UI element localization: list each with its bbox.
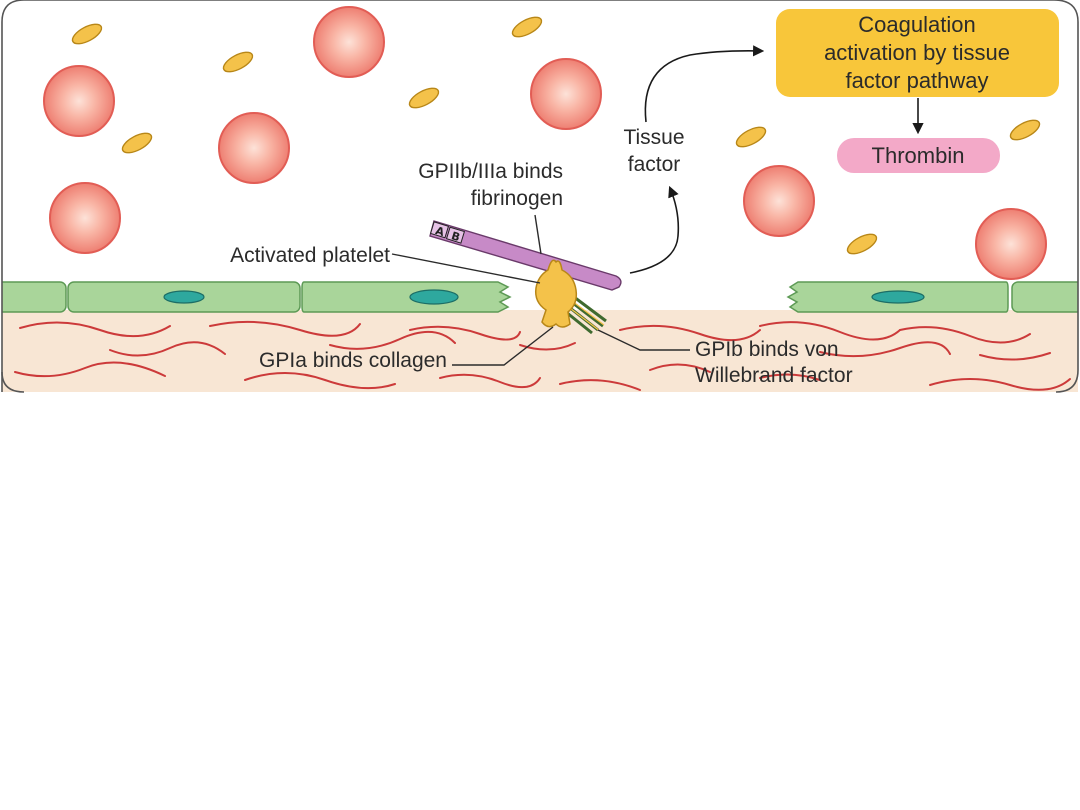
coagulation-label-line2: activation by tissue: [824, 40, 1010, 65]
coagulation-box-bg: [776, 9, 1059, 97]
arrow-to-tissue-factor: [629, 185, 680, 274]
gpia-label: GPIa binds collagen: [259, 349, 447, 372]
integrin-subunit-a: [429, 221, 450, 239]
platelet: [121, 132, 153, 154]
arrow-to-coagulation: [644, 45, 765, 123]
red-blood-cell: [218, 112, 290, 184]
platelet: [222, 51, 254, 73]
gpib-label-line1: GPIb binds von: [695, 338, 839, 361]
coagulation-label-line3: factor pathway: [845, 68, 988, 93]
gpiib-label-line1: GPIIb/IIIa binds: [418, 160, 563, 183]
red-blood-cell: [743, 165, 815, 237]
activated-platelet-leader: [391, 253, 541, 284]
platelet: [1009, 119, 1041, 141]
activated-platelet-label: Activated platelet: [230, 244, 390, 267]
gpiib-label-line2: fibrinogen: [471, 187, 563, 210]
thrombin-label: Thrombin: [872, 143, 965, 168]
red-blood-cell: [49, 182, 121, 254]
thrombin-pill-bg: [837, 138, 1000, 173]
tissue-factor-label-line1: Tissue: [623, 126, 684, 149]
coagulation-label-line1: Coagulation: [858, 12, 975, 37]
diagram-frame-bottom: [1, 371, 25, 393]
integrin-subunit-b: [445, 226, 466, 244]
fibrinogen-bar: [429, 220, 622, 291]
gpia-leader: [452, 326, 554, 366]
platelet: [71, 23, 103, 45]
diagram-frame: [1, 0, 1079, 393]
activated-platelet-body: [534, 259, 578, 328]
gpiib-iiia-receptor: A B: [429, 220, 622, 291]
red-blood-cell: [530, 58, 602, 130]
endothelial-cell: [301, 281, 512, 313]
gpiib-leader: [534, 214, 542, 255]
platelet: [511, 16, 543, 38]
tissue-factor-label-line2: factor: [628, 153, 681, 176]
activated-platelet: [534, 259, 607, 335]
resting-platelets: [71, 16, 1041, 255]
cell-nucleus: [409, 289, 459, 305]
leader-lines: [391, 214, 690, 366]
platelet: [735, 126, 767, 148]
red-blood-cells: [43, 6, 1047, 280]
gpib-leader: [597, 329, 690, 351]
endothelial-cell: [2, 281, 67, 313]
red-blood-cell: [43, 65, 115, 137]
thrombin-pill: Thrombin: [837, 138, 1000, 173]
subendothelial-tissue: [2, 310, 1078, 392]
integrin-mark-b: B: [450, 229, 462, 244]
coagulation-box: Coagulation activation by tissue factor …: [776, 9, 1059, 97]
cell-nucleus: [163, 290, 205, 304]
endothelium-left: [2, 281, 512, 313]
cell-nucleus: [871, 290, 925, 304]
red-blood-cell: [975, 208, 1047, 280]
red-blood-cell: [313, 6, 385, 78]
platelet: [408, 87, 440, 109]
platelet: [846, 233, 878, 255]
pathway-arrows: [629, 45, 924, 274]
endothelium-right: [786, 281, 1078, 313]
collagen-fibers: [14, 320, 1071, 391]
gpib-label-line2: Willebrand factor: [695, 364, 853, 387]
endothelial-cell: [1011, 281, 1078, 313]
